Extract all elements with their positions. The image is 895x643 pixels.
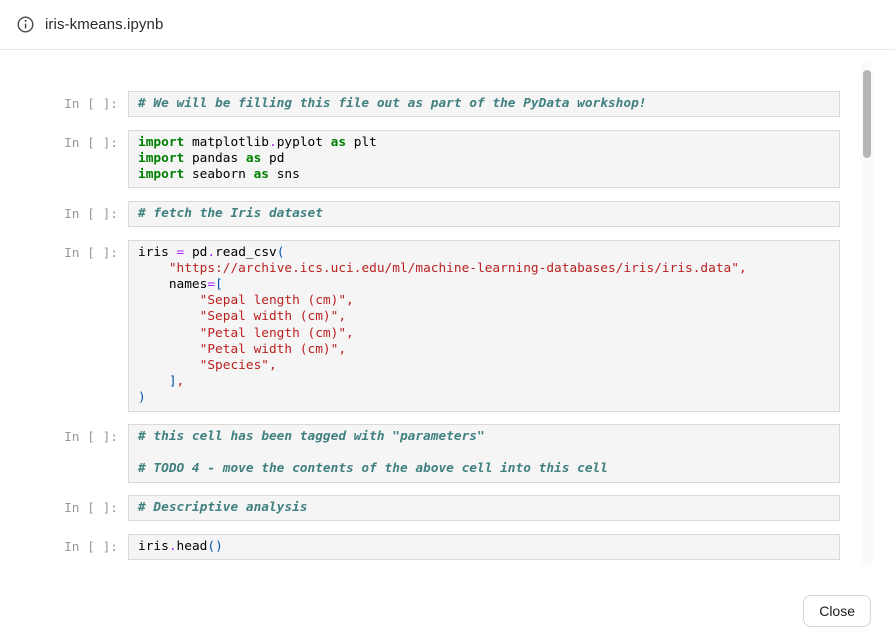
notebook-cell: In [ ]: # We will be filling this file ou… [40,91,840,118]
file-title: iris-kmeans.ipynb [45,16,164,33]
cell-prompt: In [ ]: [64,135,118,151]
notebook-cell: In [ ]: iris = pd.read_csv( "https://arch… [40,239,840,412]
cell-prompt: In [ ]: [64,245,118,261]
cell-code: # We will be filling this file out as pa… [128,91,840,118]
notebook-cell: In [ ]: # this cell has been tagged with … [40,424,840,483]
cell-code: # this cell has been tagged with "parame… [128,424,840,483]
modal-header: iris-kmeans.ipynb [0,0,895,50]
notebook-cell: In [ ]: import matplotlib.pyplot as plt i… [40,129,840,189]
info-icon[interactable] [17,16,34,33]
cell-prompt: In [ ]: [64,97,118,112]
close-button[interactable]: Close [803,595,871,627]
cell-prompt: In [ ]: [64,206,118,222]
cell-prompt: In [ ]: [64,539,118,555]
notebook-cell: In [ ]: iris.head() [40,533,840,561]
notebook-cell: In [ ]: # Descriptive analysis [40,495,840,522]
cell-code: import matplotlib.pyplot as plt import p… [128,129,840,189]
cell-code: # fetch the Iris dataset [128,200,840,228]
scrollbar-thumb[interactable] [863,70,871,158]
cell-code: # Descriptive analysis [128,495,840,522]
cell-code: iris = pd.read_csv( "https://archive.ics… [128,239,840,412]
scrollbar-track[interactable] [861,62,873,565]
cell-prompt: In [ ]: [64,501,118,517]
cell-prompt: In [ ]: [64,430,118,446]
notebook-preview: In [ ]: # We will be filling this file ou… [0,51,895,566]
notebook-cell: In [ ]: # fetch the Iris dataset [40,200,840,228]
cell-code: iris.head() [128,533,840,561]
